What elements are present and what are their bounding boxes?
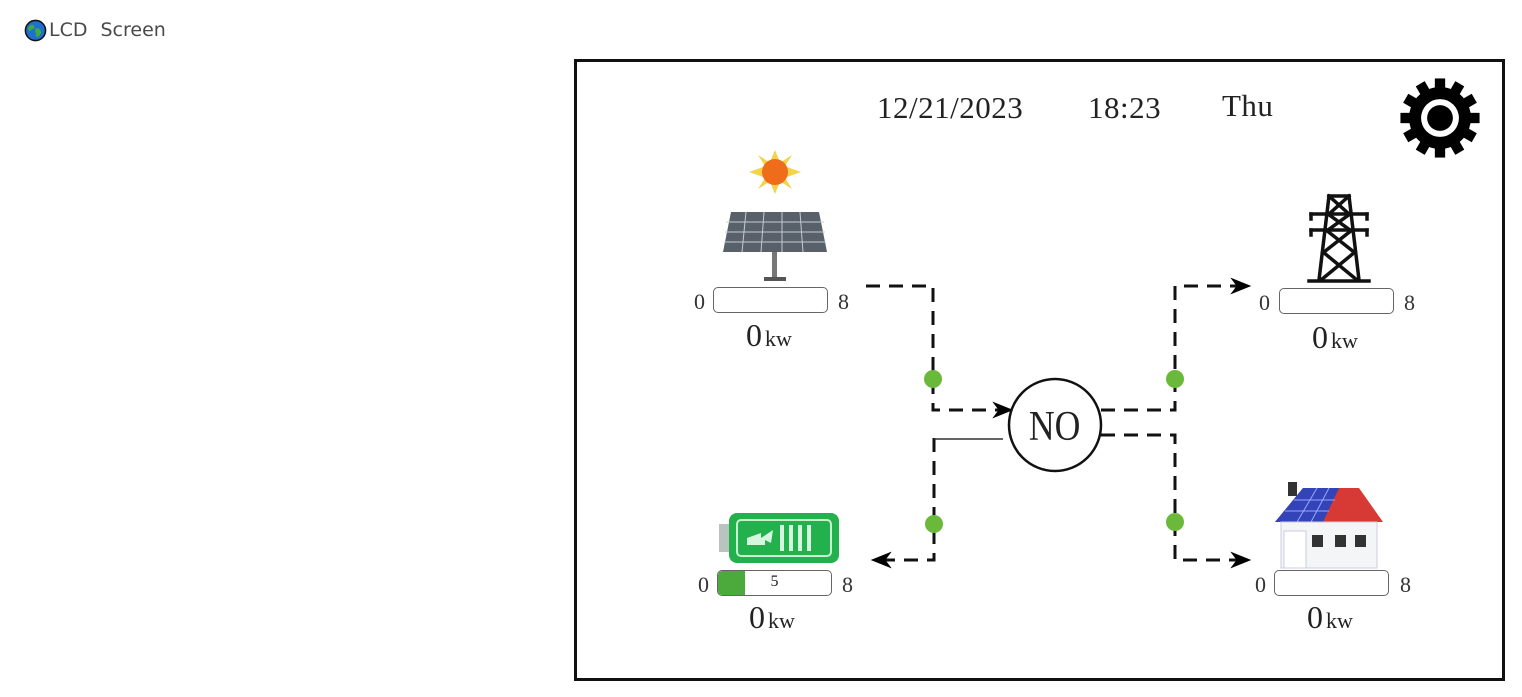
power-tower-icon xyxy=(1307,193,1371,283)
flow-line-battery xyxy=(870,438,936,569)
weekday-display: Thu xyxy=(1222,88,1274,123)
solar-bar-min: 0 xyxy=(694,289,705,314)
battery-power-value: 0 xyxy=(749,599,765,635)
grid-power-bar xyxy=(1279,288,1394,314)
solar-bar-max: 8 xyxy=(838,289,849,314)
grid-power-unit: kw xyxy=(1331,328,1358,353)
globe-icon xyxy=(24,19,47,41)
grid-power-value: 0 xyxy=(1312,319,1328,355)
inverter-circle xyxy=(1007,377,1103,473)
flow-line-grid xyxy=(1101,277,1252,412)
solar-power-unit: kw xyxy=(765,326,792,351)
flow-line-solar xyxy=(866,284,1014,419)
grid-bar-min: 0 xyxy=(1259,290,1270,315)
time-display: 18:23 xyxy=(1088,90,1162,125)
lcd-screen: 12/21/2023 18:23 Thu xyxy=(574,59,1505,681)
home-power-value: 0 xyxy=(1307,599,1323,635)
grid-bar-max: 8 xyxy=(1404,290,1415,315)
home-power-unit: kw xyxy=(1326,608,1353,633)
battery-icon xyxy=(719,513,839,563)
home-power-bar xyxy=(1274,570,1389,596)
inverter-status: NO xyxy=(1029,403,1081,449)
battery-bar-fill xyxy=(718,571,746,595)
flow-dot-battery xyxy=(925,515,943,533)
house-icon xyxy=(1275,482,1383,569)
battery-bar-min: 0 xyxy=(698,572,709,597)
solar-power-value: 0 xyxy=(746,317,762,353)
flow-dot-grid xyxy=(1166,370,1184,388)
energy-flow-diagram: NO xyxy=(866,277,1252,569)
gear-icon[interactable] xyxy=(1397,75,1483,161)
home-bar-max: 8 xyxy=(1400,572,1411,597)
window-title-lcd: LCD xyxy=(49,19,88,41)
window-title: LCD Screen xyxy=(24,17,166,43)
solar-power-bar xyxy=(713,287,828,313)
date-display: 12/21/2023 xyxy=(877,90,1024,125)
battery-power-bar: 5 xyxy=(717,570,832,596)
flow-line-home xyxy=(1101,433,1252,569)
flow-dot-solar xyxy=(924,370,942,388)
flow-dot-home xyxy=(1166,513,1184,531)
battery-bar-max: 8 xyxy=(842,572,853,597)
battery-power-unit: kw xyxy=(768,608,795,633)
home-bar-min: 0 xyxy=(1255,572,1266,597)
solar-panel-icon xyxy=(723,150,827,281)
window-title-screen: Screen xyxy=(100,19,166,41)
battery-bar-text: 5 xyxy=(770,573,779,590)
